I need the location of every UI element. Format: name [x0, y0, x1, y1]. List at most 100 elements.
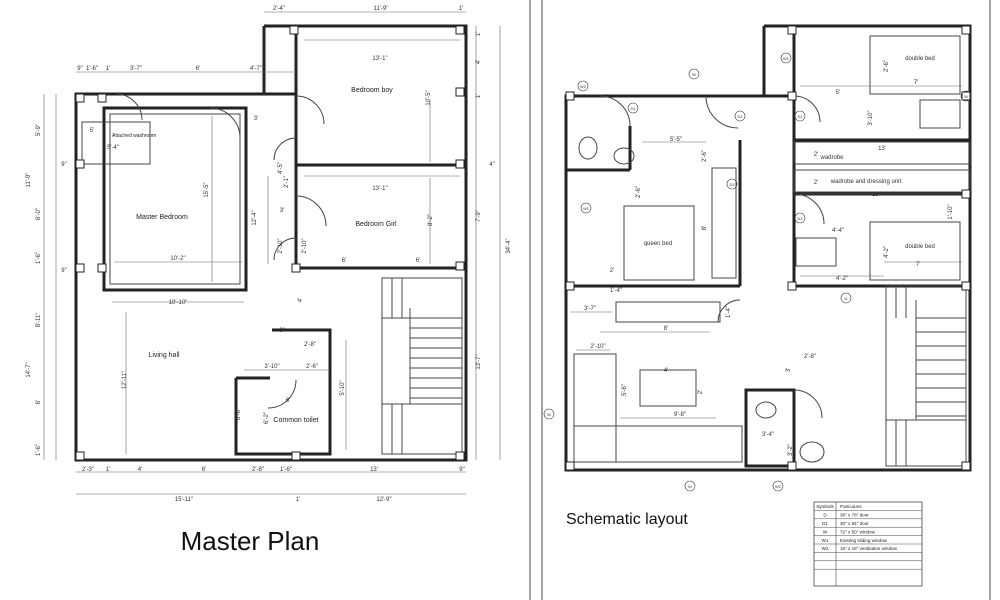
marker-circle: [580, 202, 592, 214]
dim-text: 13': [878, 146, 886, 152]
sl-door-arc-1: [599, 95, 631, 127]
schematic-layout: double bed double bed queen bed wadrobe …: [543, 24, 972, 587]
mp-door-arc-6: [273, 237, 297, 261]
sl-queen-bed: [623, 205, 695, 281]
marker-d1-d: D1: [797, 216, 803, 221]
sl-bed-1: [869, 35, 961, 95]
sl-toilet-wall: [744, 388, 796, 468]
sl-columns: [565, 25, 971, 471]
mp-outer-wall: [74, 24, 468, 462]
dim-text: 13'-1": [372, 56, 387, 62]
dim-text: 3'-7": [130, 66, 142, 72]
dim-text: 1'-4": [726, 306, 732, 318]
dim-text: 5': [836, 90, 840, 96]
legend-particular: Existing sliding window: [840, 538, 888, 543]
marker-circle: [543, 408, 555, 420]
dim-text: 5'-5": [670, 137, 682, 143]
dim-text: 9": [61, 162, 66, 168]
sl-wc: [755, 401, 777, 419]
mp-door-arc-3: [295, 95, 325, 125]
sl-door-arc-4: [793, 193, 825, 225]
dim-text: 12'-9": [376, 497, 391, 503]
dim-text: 3'-2": [788, 444, 794, 456]
sl-door-arc-3: [793, 95, 821, 123]
master-plan: Bedroom boy Bedroom Girl Master Bedroom …: [26, 6, 512, 556]
sl-stair-outline: [885, 285, 967, 467]
dim-text: 1': [106, 467, 110, 473]
sl-desk-1: [919, 99, 961, 129]
sl-label-double-bed-2: double bed: [905, 244, 935, 250]
marker-circle: [684, 480, 696, 492]
dim-text: 2'-6": [702, 150, 708, 162]
dim-text: 8': [664, 326, 668, 332]
marker-w2: W2: [580, 84, 587, 89]
marker-circle: [734, 110, 746, 122]
dim-text: 1': [106, 66, 110, 72]
dim-text: 6': [36, 400, 42, 404]
dim-text: 5'-9": [36, 124, 42, 136]
dim-text: 2'-1": [284, 176, 290, 188]
dim-text: 11'-9": [374, 6, 389, 12]
marker-w-d: W: [688, 484, 692, 489]
marker-circle: [840, 292, 852, 304]
dim-text: 12'-4": [252, 210, 258, 225]
room-label-common-toilet: Common toilet: [273, 417, 318, 424]
dim-text: 2'-8": [252, 467, 264, 473]
mp-master-bedroom-inner: [109, 113, 241, 285]
dim-text: 4': [476, 60, 482, 64]
dim-text: 1': [476, 94, 482, 98]
legend-particular: 72" x 50" window: [840, 529, 876, 534]
dim-text: 8'-11": [36, 313, 42, 328]
dim-text: 14'-7": [26, 362, 32, 377]
dim-text: 5': [90, 128, 94, 134]
mp-door-arc-4: [295, 195, 327, 227]
dim-text: 12'-11": [122, 371, 128, 389]
dim-text: 1'-6": [280, 467, 292, 473]
dim-text: 2'-8": [304, 342, 316, 348]
marker-d1-e: D1: [729, 182, 735, 187]
mp-door-arc-2: [209, 107, 241, 139]
room-label-bedroom-boy: Bedroom boy: [351, 87, 393, 94]
dim-text: 4': [138, 467, 142, 473]
mp-washroom-wall: [81, 121, 151, 165]
schematic-title: Schematic layout: [566, 511, 688, 528]
legend-symbol: W2: [822, 546, 829, 551]
room-label-master-bedroom: Master Bedroom: [136, 214, 188, 221]
dim-text: 7': [916, 262, 920, 268]
dim-text: 2'-6": [636, 186, 642, 198]
legend-particular: 30" x 84" door: [840, 521, 869, 526]
dim-text: 1'-6": [36, 444, 42, 456]
dim-text: 6'-2": [264, 412, 270, 424]
dim-text: 13'-7": [476, 354, 482, 369]
dim-text: 3': [280, 208, 284, 214]
sl-markers: W1 W2 W1 D1 D1 D1 D1 D1 W W D W W: [543, 52, 972, 492]
legend-symbol: D: [823, 513, 827, 518]
dim-text: 2': [610, 268, 614, 274]
dim-text: 7'-9": [476, 210, 482, 222]
marker-circle: [794, 212, 806, 224]
marker-w-b: W: [964, 94, 968, 99]
room-label-living-hall: Living hall: [148, 352, 180, 359]
dim-text: 6': [202, 467, 206, 473]
dim-text: 4": [489, 162, 494, 168]
marker-w-a: W: [692, 72, 696, 77]
mp-stair-outline: [381, 277, 463, 455]
dim-text: 1'-6": [86, 66, 98, 72]
dim-text: 2': [814, 152, 818, 158]
sl-basin: [613, 147, 635, 165]
dim-text: 4': [298, 298, 304, 302]
legend-symbol: W1: [822, 538, 829, 543]
marker-w2-b: W2: [775, 484, 782, 489]
marker-circle: [780, 52, 792, 64]
marker-d: D: [845, 296, 848, 301]
dim-text: 13': [872, 192, 880, 198]
marker-circle: [960, 90, 972, 102]
dim-text: 1'-4": [610, 288, 622, 294]
legend-symbol: D1: [822, 521, 828, 526]
dim-text: 5'-6": [622, 384, 628, 396]
marker-w1-b: W1: [583, 206, 590, 211]
sl-label-queen-bed: queen bed: [644, 241, 672, 247]
